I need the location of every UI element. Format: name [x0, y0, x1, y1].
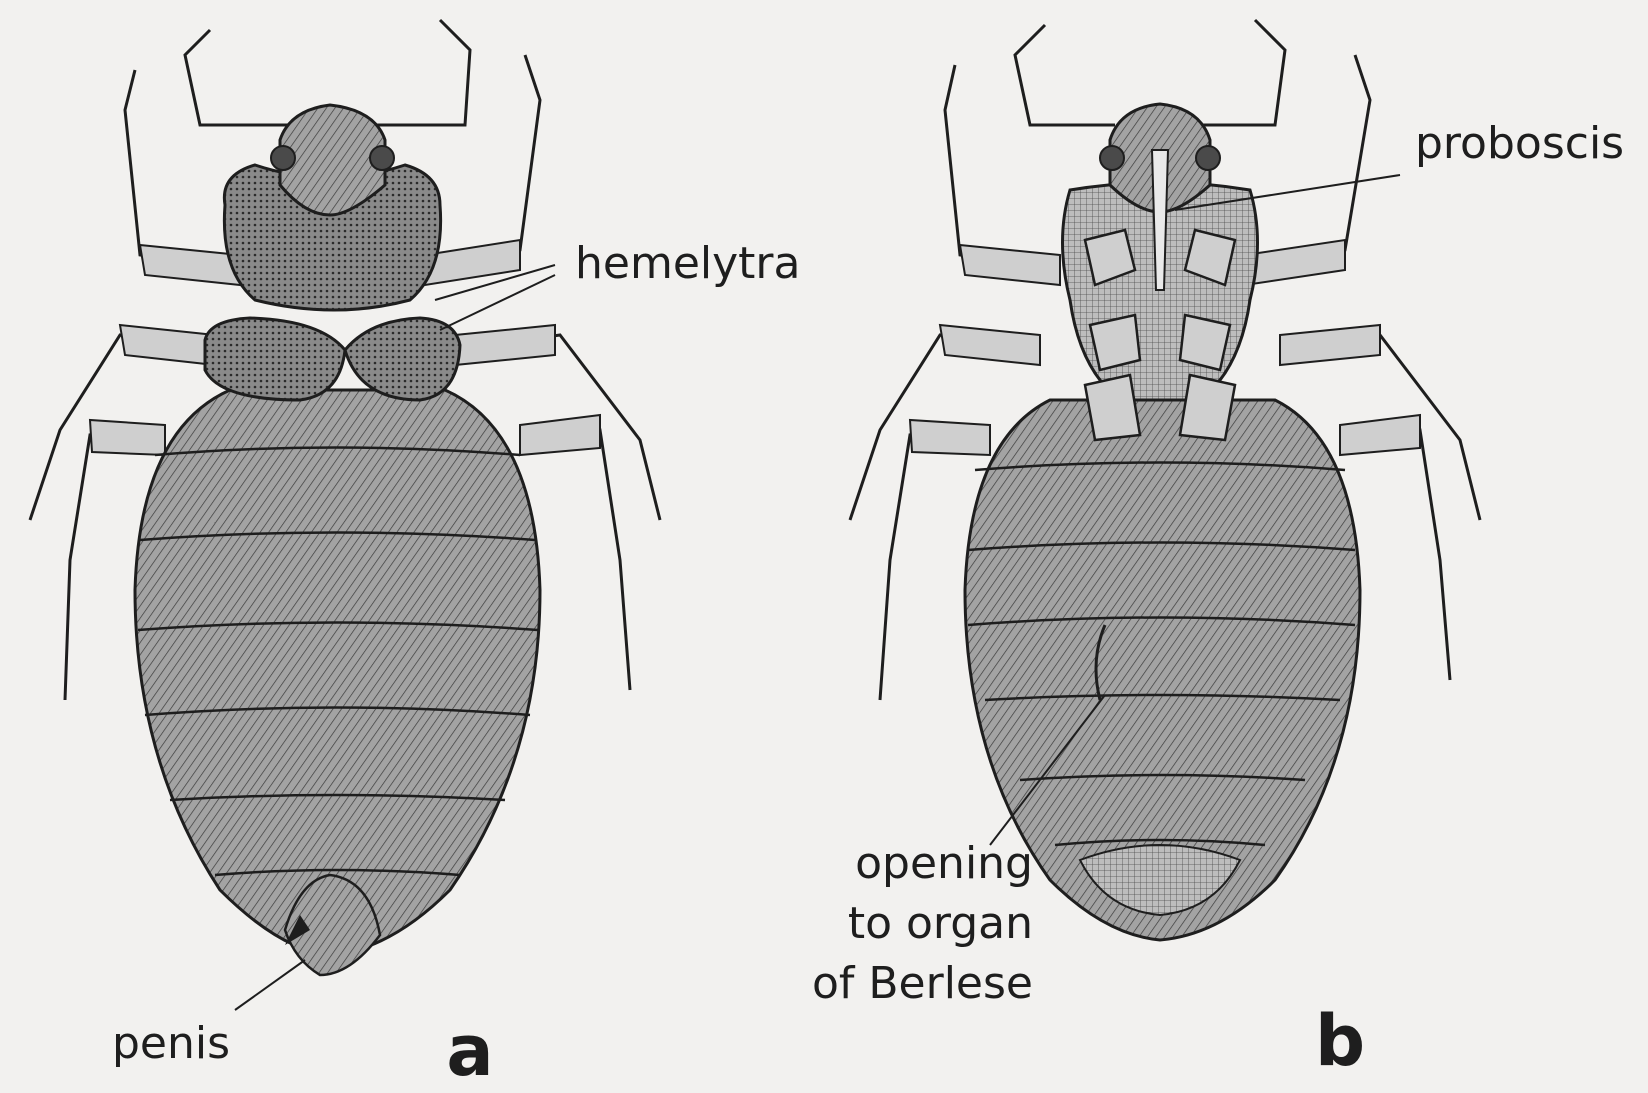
eye-right-a — [370, 146, 394, 170]
specimen-a — [30, 20, 660, 975]
label-berlese-line1: opening — [855, 838, 1033, 889]
leader-penis — [235, 960, 305, 1010]
specimen-b — [850, 20, 1480, 940]
proboscis-structure — [1152, 150, 1168, 290]
eye-left-b — [1100, 146, 1124, 170]
hemelytron-right — [345, 318, 460, 400]
label-penis: penis — [112, 1018, 230, 1069]
panel-letter-b: b — [1315, 1000, 1365, 1082]
eye-right-b — [1196, 146, 1220, 170]
hemelytron-left — [205, 318, 345, 400]
label-proboscis: proboscis — [1415, 118, 1624, 169]
label-berlese-line2: to organ — [848, 898, 1033, 949]
leader-hemelytra-2 — [440, 275, 555, 330]
label-hemelytra: hemelytra — [575, 238, 800, 289]
eye-left-a — [271, 146, 295, 170]
panel-letter-a: a — [446, 1010, 493, 1089]
label-berlese-line3: of Berlese — [812, 958, 1033, 1009]
